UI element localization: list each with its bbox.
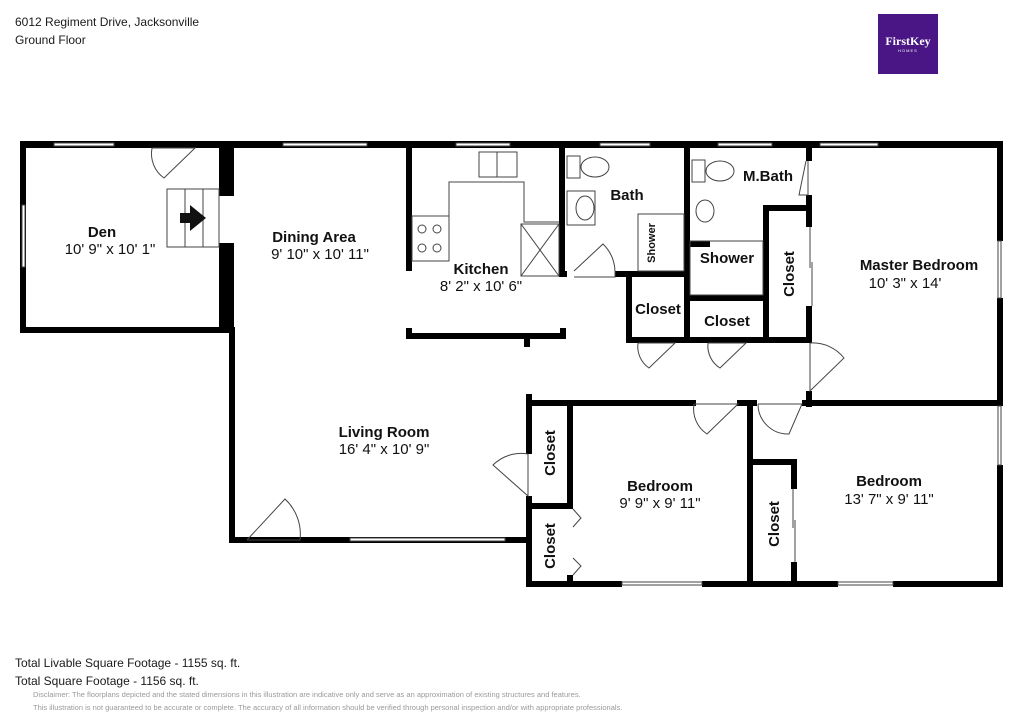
room-dining-dims: 9' 10" x 10' 11" [271, 246, 369, 263]
room-den-name: Den [88, 224, 116, 241]
room-bedroom3-name: Bedroom [856, 473, 922, 490]
room-closet-master-name: Closet [781, 251, 798, 297]
room-living-name: Living Room [339, 424, 430, 441]
disclaimer-line-2: This illustration is not guaranteed to b… [33, 703, 623, 712]
room-mbath-shower-name: Shower [700, 250, 754, 267]
room-bath-shower-name: Shower [646, 222, 658, 262]
room-closet-living1-name: Closet [542, 430, 559, 476]
room-den-dims: 10' 9" x 10' 1" [65, 241, 156, 258]
disclaimer-line-1: Disclaimer: The floorplans depicted and … [33, 690, 581, 699]
room-closet-bed3-name: Closet [766, 501, 783, 547]
logo-sub: HOMES [898, 48, 918, 53]
room-mbath-name: M.Bath [743, 168, 793, 185]
room-bedroom3-dims: 13' 7" x 9' 11" [844, 491, 934, 508]
room-master-dims: 10' 3" x 14' [869, 275, 942, 292]
room-kitchen-name: Kitchen [453, 261, 508, 278]
room-kitchen-dims: 8' 2" x 10' 6" [440, 278, 522, 295]
room-closet-hall2-name: Closet [704, 313, 750, 330]
logo-brand: FirstKey [885, 34, 931, 48]
fixtures [21, 142, 1002, 586]
room-master-name: Master Bedroom [860, 257, 978, 274]
room-bath-name: Bath [610, 187, 643, 204]
total-sqft: Total Square Footage - 1156 sq. ft. [15, 674, 199, 688]
walls [20, 141, 1003, 587]
room-bedroom2-name: Bedroom [627, 478, 693, 495]
livable-sqft: Total Livable Square Footage - 1155 sq. … [15, 656, 241, 670]
room-bedroom2-dims: 9' 9" x 9' 11" [619, 495, 700, 512]
room-closet-living2-name: Closet [542, 523, 559, 569]
firstkey-logo: FirstKey HOMES [878, 14, 938, 74]
property-address: 6012 Regiment Drive, Jacksonville [15, 15, 200, 29]
room-dining-name: Dining Area [272, 229, 356, 246]
stairs-arrow-icon [180, 205, 206, 231]
floor-label: Ground Floor [15, 33, 86, 47]
room-closet-hall1-name: Closet [635, 301, 681, 318]
room-living-dims: 16' 4" x 10' 9" [339, 441, 430, 458]
